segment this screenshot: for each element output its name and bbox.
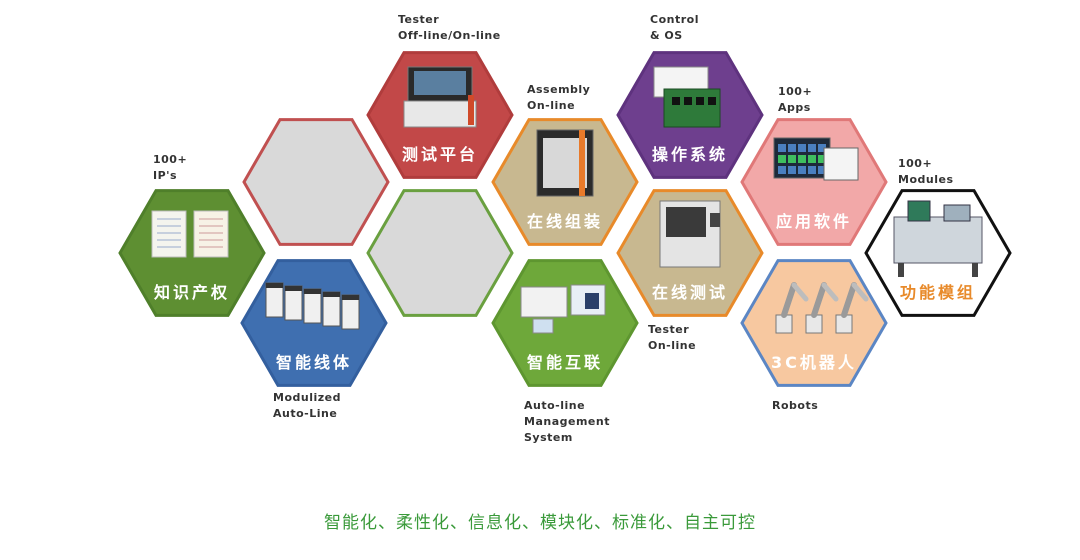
hex-modules-label: 功能模组 xyxy=(900,283,976,302)
modular-line-icon xyxy=(265,282,360,330)
hex-tester: 测试平台 xyxy=(366,51,514,179)
apps-caption: 100+Apps xyxy=(778,85,813,114)
software-window-icon xyxy=(773,137,859,181)
hex-apps-label: 应用软件 xyxy=(776,212,852,231)
hex-os: 操作系统 xyxy=(616,51,764,179)
hex-os-label: 操作系统 xyxy=(652,145,728,164)
hex-blank-green-shape xyxy=(366,189,514,317)
hex-tester-label: 测试平台 xyxy=(402,145,478,164)
hex-line-body: 智能线体 xyxy=(240,259,388,387)
hex-blank-red xyxy=(242,118,390,246)
function-module-icon xyxy=(893,200,983,277)
hex-line-body-label: 智能线体 xyxy=(276,353,352,372)
robots-caption: Robots xyxy=(772,399,819,412)
certificate-icon xyxy=(151,210,229,258)
hex-interconnect: 智能互联 xyxy=(491,259,639,387)
hex-robots: 3C机器人 xyxy=(740,259,888,387)
ip-caption: 100+IP's xyxy=(153,153,188,182)
control-os-caption: Control& OS xyxy=(650,13,699,42)
tagline: 智能化、柔性化、信息化、模块化、标准化、自主可控 xyxy=(324,513,756,533)
management-system-icon xyxy=(520,284,606,334)
robot-arm-icon xyxy=(775,282,869,334)
hex-interconnect-label: 智能互联 xyxy=(527,353,603,372)
hex-online-test-label: 在线测试 xyxy=(652,283,728,302)
modules-caption: 100+Modules xyxy=(898,157,954,186)
hex-online-test: 在线测试 xyxy=(616,189,764,317)
hex-ip-label: 知识产权 xyxy=(154,283,230,302)
hex-assembly: 在线组装 xyxy=(491,118,639,246)
control-board-icon xyxy=(653,66,721,128)
hex-apps: 应用软件 xyxy=(740,118,888,246)
assembly-machine-icon xyxy=(536,129,594,197)
hex-modules: 功能模组 xyxy=(864,189,1012,317)
hex-blank-red-shape xyxy=(242,118,390,246)
hex-blank-green xyxy=(366,189,514,317)
online-tester-icon xyxy=(659,200,721,268)
hex-assembly-label: 在线组装 xyxy=(527,212,603,231)
tester-machine-icon xyxy=(403,66,477,128)
hex-robots-label: 3C机器人 xyxy=(771,353,857,372)
hex-ip: 知识产权 xyxy=(118,189,266,317)
